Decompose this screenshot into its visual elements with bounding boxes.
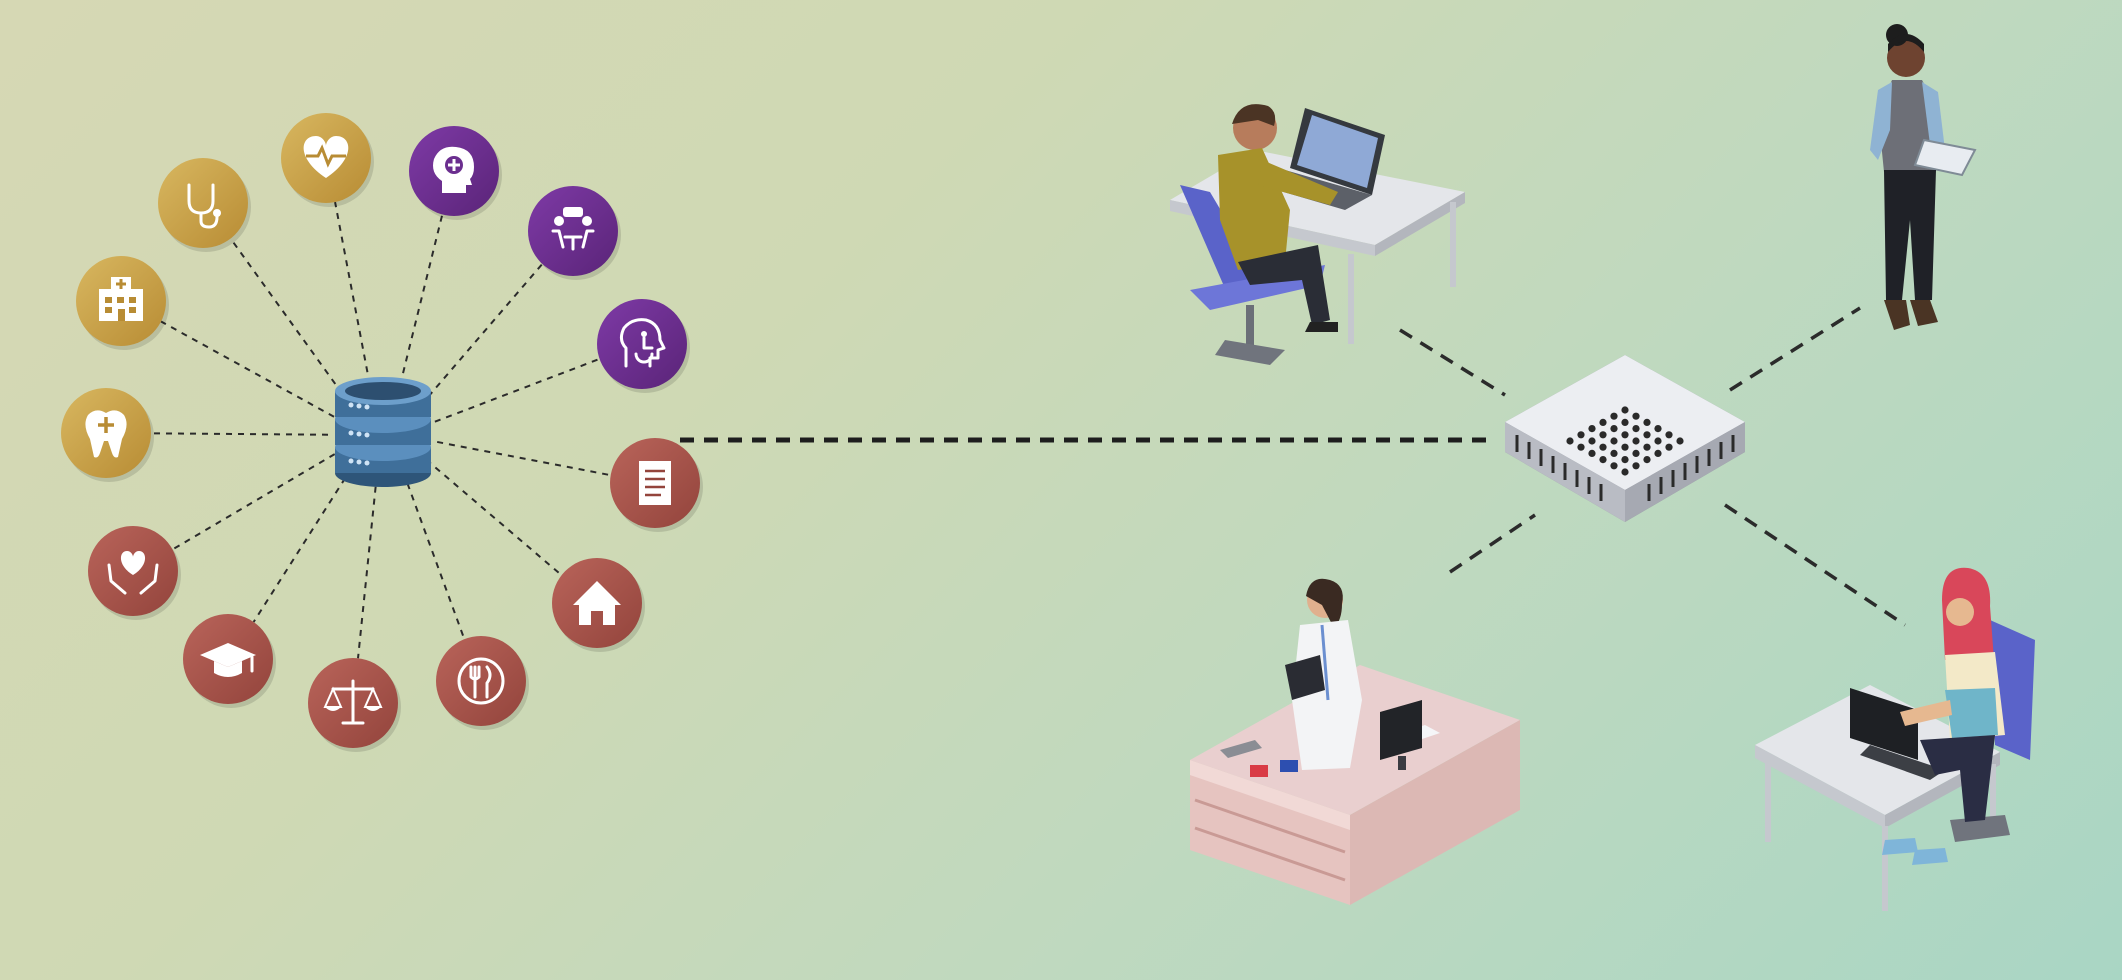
graduation-cap-icon xyxy=(183,614,276,708)
heart-rate-icon xyxy=(281,113,374,207)
office-worker-laptop-icon xyxy=(1170,104,1465,365)
woman-computer-desk-icon xyxy=(1755,567,2035,911)
document-icon xyxy=(610,438,703,532)
mental-health-icon xyxy=(409,126,502,220)
router-links xyxy=(1399,306,1906,627)
counseling-icon xyxy=(528,186,621,280)
doctor-reception-desk-icon xyxy=(1190,578,1520,905)
house-icon xyxy=(552,558,645,652)
disability-icon xyxy=(597,299,690,393)
hospital-icon xyxy=(76,256,169,350)
hub-spokes xyxy=(150,201,611,659)
stethoscope-icon xyxy=(158,158,251,252)
dental-icon xyxy=(61,388,154,482)
database-icon xyxy=(335,377,431,487)
food-icon xyxy=(436,636,529,730)
justice-scale-icon xyxy=(308,658,401,752)
care-hands-icon xyxy=(88,526,181,620)
service-icons xyxy=(61,113,703,752)
network-router-icon xyxy=(1505,355,1745,522)
standing-woman-tablet-icon xyxy=(1870,24,1977,330)
